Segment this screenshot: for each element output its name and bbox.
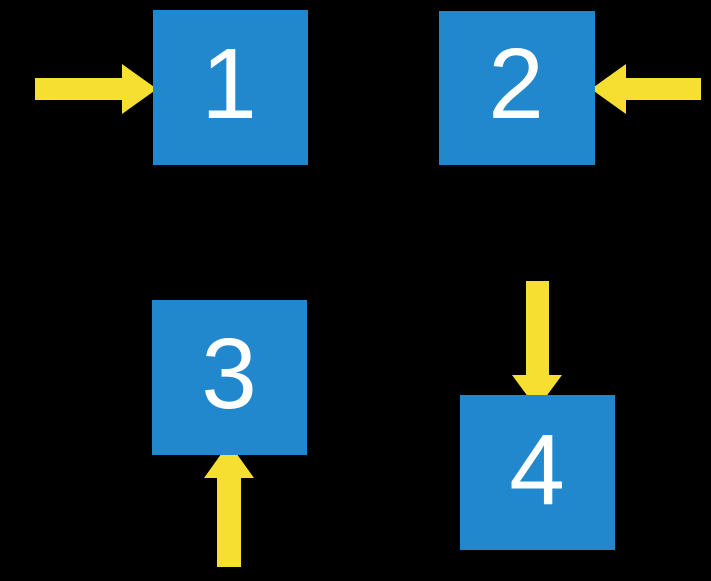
node-label-1: 1	[201, 28, 257, 140]
node-label-3: 3	[201, 318, 257, 430]
arrow-into-3-icon[interactable]	[204, 443, 254, 567]
node-box-1[interactable]	[153, 10, 308, 165]
arrow-into-2-icon[interactable]	[591, 64, 701, 114]
node-box-3[interactable]	[152, 300, 307, 455]
node-box-2[interactable]	[439, 11, 595, 165]
arrow-into-1-icon[interactable]	[35, 64, 157, 114]
node-label-2: 2	[488, 28, 544, 140]
node-label-4: 4	[509, 414, 565, 526]
arrow-into-4-icon[interactable]	[512, 281, 562, 409]
node-box-4[interactable]	[460, 395, 615, 550]
